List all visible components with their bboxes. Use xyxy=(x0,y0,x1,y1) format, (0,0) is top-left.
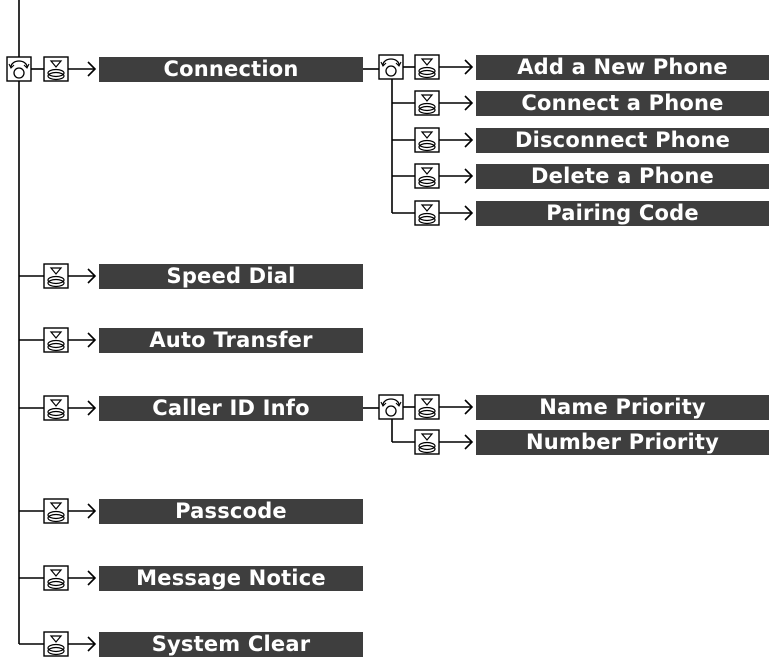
menu-item-box: Speed Dial xyxy=(99,263,363,289)
menu-item-box: Passcode xyxy=(99,498,363,524)
submenu-item-box: Number Priority xyxy=(476,429,769,455)
press-dial-icon xyxy=(43,498,69,524)
menu-item-box: Caller ID Info xyxy=(99,395,363,421)
arrow xyxy=(439,59,474,75)
arrow xyxy=(439,399,474,415)
rotate-dial-icon xyxy=(378,394,404,420)
arrow xyxy=(439,95,474,111)
press-dial-icon xyxy=(43,56,69,82)
rotate-dial-icon xyxy=(6,56,32,82)
submenu-item-box: Name Priority xyxy=(476,394,769,420)
submenu-item-box: Delete a Phone xyxy=(476,163,769,189)
press-dial-icon xyxy=(43,395,69,421)
menu-item-box: Message Notice xyxy=(99,565,363,591)
rotate-dial-icon xyxy=(378,54,404,80)
menu-item-box: System Clear xyxy=(99,631,363,657)
arrow xyxy=(68,400,97,416)
press-dial-icon xyxy=(414,54,440,80)
press-dial-icon xyxy=(414,394,440,420)
press-dial-icon xyxy=(43,565,69,591)
arrow xyxy=(68,61,97,77)
press-dial-icon xyxy=(414,90,440,116)
press-dial-icon xyxy=(43,263,69,289)
arrow xyxy=(68,570,97,586)
press-dial-icon xyxy=(414,429,440,455)
arrow xyxy=(439,168,474,184)
press-dial-icon xyxy=(414,163,440,189)
menu-item-box: Auto Transfer xyxy=(99,327,363,353)
submenu-item-box: Connect a Phone xyxy=(476,90,769,116)
menu-item-box: Connection xyxy=(99,56,363,82)
arrow xyxy=(68,332,97,348)
arrow xyxy=(68,636,97,652)
press-dial-icon xyxy=(414,200,440,226)
press-dial-icon xyxy=(43,327,69,353)
arrow xyxy=(68,503,97,519)
arrow xyxy=(68,268,97,284)
press-dial-icon xyxy=(43,631,69,657)
arrow xyxy=(439,205,474,221)
arrow xyxy=(439,132,474,148)
submenu-item-box: Disconnect Phone xyxy=(476,127,769,153)
press-dial-icon xyxy=(414,127,440,153)
submenu-item-box: Add a New Phone xyxy=(476,54,769,80)
arrow xyxy=(439,434,474,450)
submenu-item-box: Pairing Code xyxy=(476,200,769,226)
